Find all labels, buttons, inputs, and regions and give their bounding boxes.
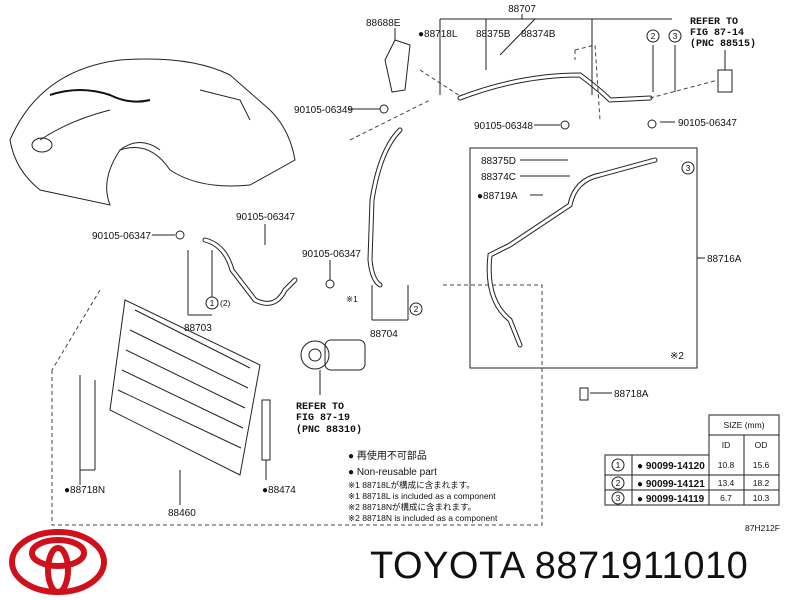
svg-text:15.6: 15.6 bbox=[753, 460, 770, 470]
label-88375B: 88375B bbox=[476, 29, 511, 40]
svg-text:● 90099-14119: ● 90099-14119 bbox=[637, 494, 705, 505]
svg-text:10.3: 10.3 bbox=[753, 493, 770, 503]
label-90105-06347-top: 90105-06347 bbox=[678, 118, 737, 129]
label-88474: ●88474 bbox=[262, 485, 296, 496]
ref-circle-3-label: 3 bbox=[673, 31, 678, 41]
note-1-marker: ※1 bbox=[346, 294, 358, 304]
ref-circle-2-label: 2 bbox=[651, 31, 656, 41]
product-title: TOYOTA 8871911010 bbox=[370, 545, 748, 588]
svg-text:FIG 87-19: FIG 87-19 bbox=[296, 413, 350, 424]
table-row: 1 ● 90099-14120 10.8 15.6 bbox=[611, 458, 770, 472]
brand-name: TOYOTA bbox=[370, 545, 524, 587]
size-table: SIZE (mm) ID OD 1 ● 90099-14120 10.8 15.… bbox=[604, 414, 780, 506]
part-number: 8871911010 bbox=[534, 545, 749, 587]
ref-circle-3-box bbox=[681, 161, 695, 175]
svg-text:13.4: 13.4 bbox=[718, 478, 735, 488]
label-88460: 88460 bbox=[168, 508, 196, 519]
ref-circle-3 bbox=[668, 29, 682, 43]
svg-text:OD: OD bbox=[755, 440, 768, 450]
label-88703: 88703 bbox=[184, 323, 212, 334]
label-90105-06348: 90105-06348 bbox=[474, 121, 533, 132]
svg-text:※1 88718Lが構成に含まれます。: ※1 88718Lが構成に含まれます。 bbox=[348, 480, 475, 490]
svg-text:● 90099-14121: ● 90099-14121 bbox=[637, 479, 705, 490]
label-88688E: 88688E bbox=[366, 18, 401, 29]
svg-text:※2 88718N is included as a com: ※2 88718N is included as a component bbox=[348, 513, 498, 523]
svg-text:REFER TO: REFER TO bbox=[690, 17, 738, 28]
svg-text:● Non-reusable part: ● Non-reusable part bbox=[348, 467, 437, 478]
label-88374C: 88374C bbox=[481, 172, 516, 183]
label-88719A: ●88719A bbox=[477, 191, 518, 202]
compressor-illustration bbox=[300, 339, 366, 395]
svg-text:6.7: 6.7 bbox=[720, 493, 732, 503]
label-88704: 88704 bbox=[370, 329, 398, 340]
svg-text:※2 88718Nが構成に含まれます。: ※2 88718Nが構成に含まれます。 bbox=[348, 502, 476, 512]
svg-text:FIG 87-14: FIG 87-14 bbox=[690, 28, 744, 39]
svg-text:● 再使用不可部品: ● 再使用不可部品 bbox=[348, 449, 427, 462]
svg-text:18.2: 18.2 bbox=[753, 478, 770, 488]
svg-text:● 90099-14120: ● 90099-14120 bbox=[637, 461, 705, 472]
label-90105-06347-center: 90105-06347 bbox=[302, 249, 361, 260]
figure-code: 87H212F bbox=[745, 523, 780, 533]
svg-text:10.8: 10.8 bbox=[718, 460, 735, 470]
label-90105-06349: 90105-06349 bbox=[294, 105, 353, 116]
pipe-88707 bbox=[384, 14, 733, 121]
label-88375D: 88375D bbox=[481, 156, 516, 167]
svg-text:ID: ID bbox=[722, 440, 731, 450]
svg-text:1: 1 bbox=[616, 460, 621, 470]
vehicle-illustration bbox=[9, 58, 296, 206]
ref-circle-2 bbox=[646, 29, 660, 43]
refer-note-87-14: REFER TO FIG 87-14 (PNC 88515) bbox=[690, 17, 756, 50]
label-90105-06347-mid: 90105-06347 bbox=[236, 212, 295, 223]
svg-text:REFER TO: REFER TO bbox=[296, 402, 344, 413]
ref-circle-3-box-label: 3 bbox=[686, 163, 691, 173]
label-90105-06347-left: 90105-06347 bbox=[92, 231, 151, 242]
label-88718A: 88718A bbox=[614, 389, 649, 400]
toyota-logo bbox=[9, 529, 107, 595]
label-88707: 88707 bbox=[508, 4, 536, 15]
note-2-marker: ※2 bbox=[670, 351, 684, 362]
label-88374B: 88374B bbox=[521, 29, 556, 40]
condenser-group-outline bbox=[51, 284, 543, 526]
ref-circle-2-88704 bbox=[409, 302, 423, 316]
svg-text:(PNC 88515): (PNC 88515) bbox=[690, 38, 756, 50]
label-88718N: ●88718N bbox=[64, 485, 105, 496]
legend: ● 再使用不可部品 ● Non-reusable part ※1 88718Lが… bbox=[348, 449, 498, 523]
ref-circle-2-88704-label: 2 bbox=[414, 304, 419, 314]
svg-text:※1 88718L is included as a com: ※1 88718L is included as a component bbox=[348, 491, 496, 501]
table-row: 3 ● 90099-14119 6.7 10.3 bbox=[611, 491, 770, 505]
svg-text:SIZE (mm): SIZE (mm) bbox=[723, 420, 764, 430]
svg-text:2: 2 bbox=[616, 478, 621, 488]
ref-paren-2-88703: (2) bbox=[220, 298, 231, 308]
svg-text:(PNC 88310): (PNC 88310) bbox=[296, 424, 362, 436]
label-88716A: 88716A bbox=[707, 254, 742, 265]
table-row: 2 ● 90099-14121 13.4 18.2 bbox=[611, 476, 770, 490]
label-88718L: ●88718L bbox=[418, 29, 458, 40]
ref-circle-1-88703 bbox=[205, 296, 219, 310]
refer-note-87-19: REFER TO FIG 87-19 (PNC 88310) bbox=[296, 402, 362, 436]
ref-circle-1-88703-label: 1 bbox=[210, 298, 215, 308]
svg-text:3: 3 bbox=[616, 493, 621, 503]
